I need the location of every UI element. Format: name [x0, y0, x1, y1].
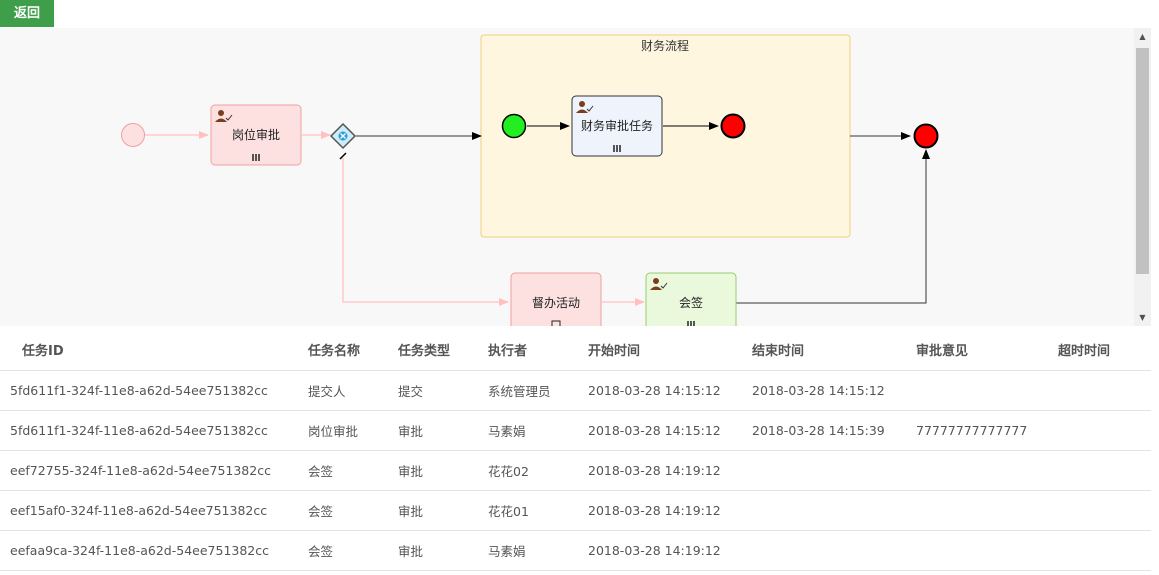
subprocess-start-event[interactable]	[501, 113, 527, 139]
cell-task-type: 审批	[388, 410, 478, 451]
end-event[interactable]	[913, 123, 939, 149]
cell-task-id: 5fd611f1-324f-11e8-a62d-54ee751382cc	[0, 370, 298, 411]
subprocess-marker-icon	[551, 320, 561, 326]
multi-instance-icon	[613, 145, 621, 152]
cell-task-name: 会签	[298, 530, 388, 571]
cell-assignee: 马素娟	[478, 410, 578, 451]
subprocess-end-event[interactable]	[720, 113, 746, 139]
cell-task-type: 审批	[388, 530, 478, 571]
table-header-row: 任务ID 任务名称 任务类型 执行者 开始时间 结束时间 审批意见 超时时间	[0, 328, 1151, 371]
cell-start-time: 2018-03-28 14:19:12	[578, 530, 742, 571]
cell-opinion	[906, 530, 1048, 571]
user-task-icon	[576, 101, 594, 113]
cell-task-name: 会签	[298, 490, 388, 531]
task-supervise[interactable]: 督办活动	[510, 272, 602, 326]
cell-timeout	[1048, 370, 1151, 411]
scroll-up-icon[interactable]: ▲	[1139, 32, 1146, 41]
cell-end-time	[742, 450, 906, 491]
cell-assignee: 马素娟	[478, 530, 578, 571]
cell-start-time: 2018-03-28 14:15:12	[578, 370, 742, 411]
cell-start-time: 2018-03-28 14:19:12	[578, 490, 742, 531]
cell-task-id: eefaa9ca-324f-11e8-a62d-54ee751382cc	[0, 530, 298, 571]
scroll-thumb[interactable]	[1136, 48, 1149, 274]
default-flow-marker	[339, 152, 347, 160]
task-history-table: 任务ID 任务名称 任务类型 执行者 开始时间 结束时间 审批意见 超时时间 5…	[0, 328, 1151, 571]
process-diagram[interactable]: 财务流程 岗位审批	[0, 28, 1134, 326]
start-event[interactable]	[121, 123, 145, 147]
task-finance-approval[interactable]: 财务审批任务	[571, 95, 663, 157]
multi-instance-icon	[252, 154, 260, 161]
column-header: 开始时间	[578, 328, 742, 371]
sequence-flows	[145, 122, 930, 306]
cell-task-id: eef15af0-324f-11e8-a62d-54ee751382cc	[0, 490, 298, 531]
task-label: 会签	[679, 295, 703, 310]
cell-timeout	[1048, 530, 1151, 571]
cell-assignee: 花花01	[478, 490, 578, 531]
column-header: 结束时间	[742, 328, 906, 371]
subprocess-finance[interactable]: 财务流程	[480, 34, 851, 238]
column-header: 超时时间	[1048, 328, 1151, 371]
cell-opinion	[906, 450, 1048, 491]
cell-opinion	[906, 490, 1048, 531]
cell-opinion: 77777777777777	[906, 410, 1048, 451]
table-row: 5fd611f1-324f-11e8-a62d-54ee751382cc 提交人…	[0, 370, 1151, 411]
scroll-down-icon[interactable]: ▼	[1139, 313, 1146, 322]
exclusive-gateway[interactable]	[329, 122, 357, 160]
cell-end-time: 2018-03-28 14:15:12	[742, 370, 906, 411]
table-row: eef15af0-324f-11e8-a62d-54ee751382cc 会签 …	[0, 490, 1151, 531]
table-row: 5fd611f1-324f-11e8-a62d-54ee751382cc 岗位审…	[0, 410, 1151, 451]
close-icon	[338, 131, 348, 141]
task-countersign[interactable]: 会签	[645, 272, 737, 326]
column-header: 审批意见	[906, 328, 1048, 371]
column-header: 任务ID	[0, 328, 298, 371]
cell-timeout	[1048, 450, 1151, 491]
cell-task-name: 会签	[298, 450, 388, 491]
subprocess-title: 财务流程	[641, 38, 689, 53]
cell-start-time: 2018-03-28 14:15:12	[578, 410, 742, 451]
task-label: 岗位审批	[232, 127, 280, 142]
column-header: 任务名称	[298, 328, 388, 371]
cell-end-time: 2018-03-28 14:15:39	[742, 410, 906, 451]
cell-assignee: 花花02	[478, 450, 578, 491]
cell-assignee: 系统管理员	[478, 370, 578, 411]
column-header: 任务类型	[388, 328, 478, 371]
user-task-icon	[650, 278, 668, 290]
task-label: 财务审批任务	[581, 118, 653, 133]
cell-task-id: eef72755-324f-11e8-a62d-54ee751382cc	[0, 450, 298, 491]
cell-task-type: 审批	[388, 490, 478, 531]
column-header: 执行者	[478, 328, 578, 371]
cell-opinion	[906, 370, 1048, 411]
cell-task-type: 提交	[388, 370, 478, 411]
cell-task-name: 岗位审批	[298, 410, 388, 451]
user-task-icon	[215, 110, 233, 122]
multi-instance-icon	[687, 321, 695, 326]
cell-timeout	[1048, 410, 1151, 451]
cell-start-time: 2018-03-28 14:19:12	[578, 450, 742, 491]
diagram-scrollbar[interactable]: ▲ ▼	[1134, 28, 1151, 326]
table-row: eef72755-324f-11e8-a62d-54ee751382cc 会签 …	[0, 450, 1151, 491]
cell-end-time	[742, 530, 906, 571]
cell-task-name: 提交人	[298, 370, 388, 411]
task-label: 督办活动	[532, 295, 580, 310]
table-row: eefaa9ca-324f-11e8-a62d-54ee751382cc 会签 …	[0, 530, 1151, 571]
cell-timeout	[1048, 490, 1151, 531]
task-post-approval[interactable]: 岗位审批	[210, 104, 302, 166]
back-button[interactable]: 返回	[0, 0, 54, 27]
cell-end-time	[742, 490, 906, 531]
cell-task-type: 审批	[388, 450, 478, 491]
cell-task-id: 5fd611f1-324f-11e8-a62d-54ee751382cc	[0, 410, 298, 451]
